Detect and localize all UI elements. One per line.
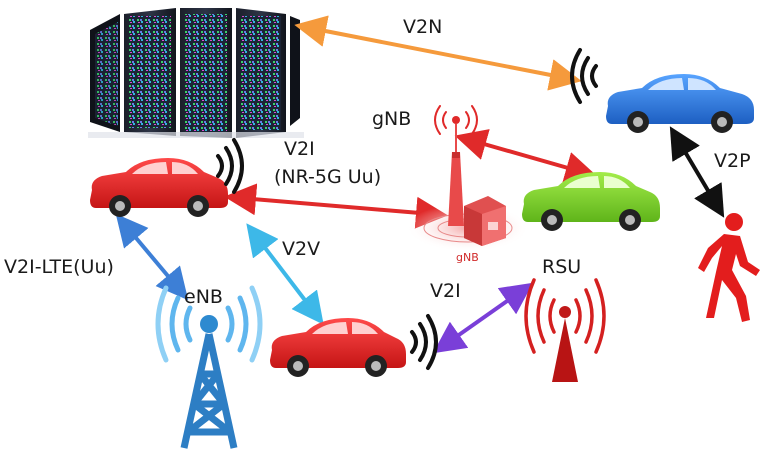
v2i-lte-arrow xyxy=(115,213,189,301)
gnb-tower-icon xyxy=(406,105,530,252)
car-icon xyxy=(90,158,228,217)
v2p-arrow xyxy=(669,126,725,218)
signal-waves-icon xyxy=(410,314,438,370)
gnb-label: gNB xyxy=(372,108,412,130)
pedestrian-icon xyxy=(698,213,760,322)
signal-waves-icon xyxy=(570,48,598,104)
enb-label: eNB xyxy=(184,286,223,308)
car-icon xyxy=(522,172,660,231)
signal-waves-icon xyxy=(216,138,244,194)
v2i-rsu-label: V2I xyxy=(430,280,461,302)
v2p-label: V2P xyxy=(714,150,751,172)
gnb-green-car-arrow xyxy=(454,129,598,183)
v2i-nr-label-line2: (NR-5G Uu) xyxy=(274,166,382,188)
v2v-arrow xyxy=(246,223,324,325)
v2n-arrow xyxy=(294,15,582,91)
server-rack-icon xyxy=(88,8,304,138)
v2n-label: V2N xyxy=(403,16,443,38)
v2i-rsu-arrow xyxy=(432,282,534,354)
car-icon xyxy=(606,74,754,133)
rsu-tower-icon xyxy=(524,278,606,382)
v2i-nr-label-line1: V2I xyxy=(284,138,315,160)
rsu-label: RSU xyxy=(542,256,582,278)
v2v-label: V2V xyxy=(282,238,321,260)
enb-tower-icon xyxy=(155,285,263,449)
v2i-nr-arrow xyxy=(224,183,448,229)
car-icon xyxy=(270,318,406,377)
gnb-small-label: gNB xyxy=(456,251,479,264)
v2i-lte-label: V2I-LTE(Uu) xyxy=(4,256,114,278)
